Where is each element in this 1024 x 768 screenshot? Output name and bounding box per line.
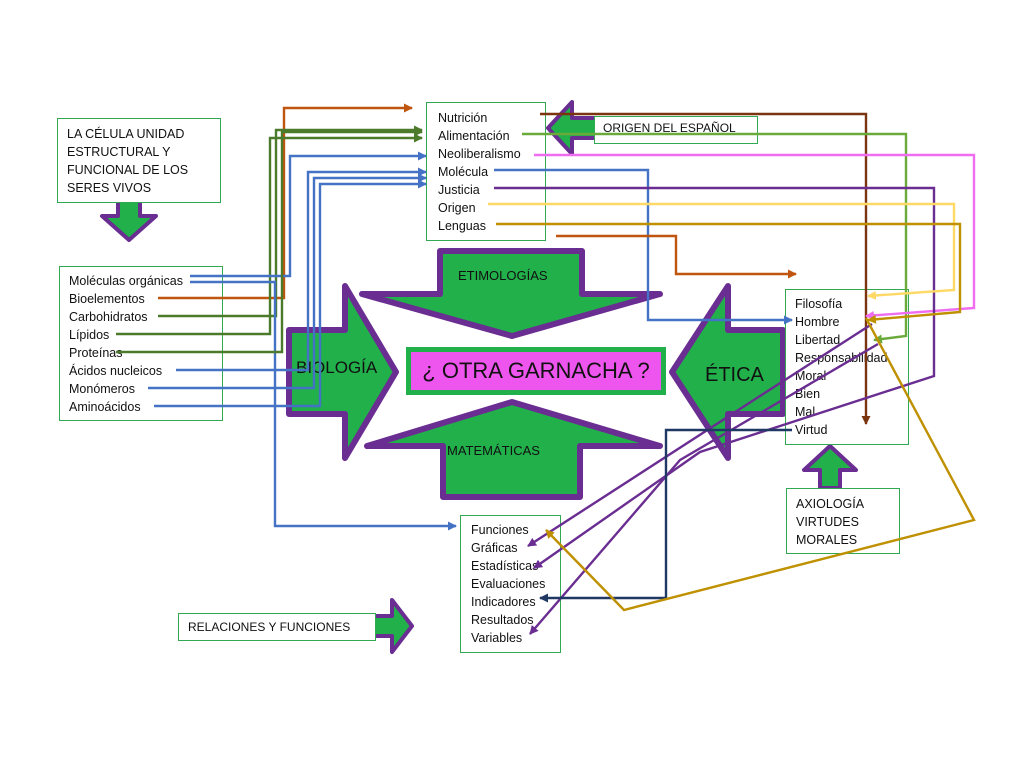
etymology-item: Justicia bbox=[438, 183, 480, 197]
math-item: Gráficas bbox=[471, 541, 518, 555]
etimologias-label: ETIMOLOGÍAS bbox=[458, 268, 548, 283]
etymology-item: Alimentación bbox=[438, 129, 510, 143]
axiology-up-arrow bbox=[802, 444, 858, 490]
axiology-lines: AXIOLOGÍA VIRTUDES MORALES bbox=[796, 495, 890, 549]
ethics-item: Mal bbox=[795, 405, 816, 419]
ethics-item: Libertad bbox=[795, 333, 841, 347]
math-item: Indicadores bbox=[471, 595, 536, 609]
ethics-item: Filosofía bbox=[795, 297, 843, 311]
relations-box: RELACIONES Y FUNCIONES bbox=[178, 613, 376, 641]
origin-box: ORIGEN DEL ESPAÑOL bbox=[594, 116, 758, 144]
cell-definition-line: ESTRUCTURAL Y bbox=[67, 145, 171, 159]
math-item: Variables bbox=[471, 631, 523, 645]
axiology-box: AXIOLOGÍA VIRTUDES MORALES bbox=[786, 488, 900, 554]
etica-label: ÉTICA bbox=[705, 364, 764, 386]
axiology-line: AXIOLOGÍA bbox=[796, 497, 865, 511]
etymology-item: Molécula bbox=[438, 165, 489, 179]
etymology-item: Lenguas bbox=[438, 219, 486, 233]
math-item: Funciones bbox=[471, 523, 529, 537]
biology-item: Monómeros bbox=[69, 382, 135, 396]
biology-item: Aminoácidos bbox=[69, 400, 141, 414]
ethics-item: Responsabilidad bbox=[795, 351, 888, 365]
math-item: Estadísticas bbox=[471, 559, 539, 573]
ethics-item: Bien bbox=[795, 387, 821, 401]
etymology-item: Neoliberalismo bbox=[438, 147, 521, 161]
matematicas-label: MATEMÁTICAS bbox=[447, 443, 540, 458]
cell-down-arrow bbox=[100, 196, 158, 242]
math-item: Evaluaciones bbox=[471, 577, 546, 591]
axiology-line: MORALES bbox=[796, 533, 858, 547]
ethics-item: Virtud bbox=[795, 423, 828, 437]
center-label: ¿ OTRA GARNACHA ? bbox=[411, 352, 661, 390]
biologia-label: BIOLOGÍA bbox=[296, 358, 378, 377]
biology-item: Moléculas orgánicas bbox=[69, 274, 183, 288]
origin-label: ORIGEN DEL ESPAÑOL bbox=[603, 121, 736, 135]
etymology-item: Nutrición bbox=[438, 111, 488, 125]
cell-definition-line: FUNCIONAL DE LOS bbox=[67, 163, 189, 177]
cell-definition-lines: LA CÉLULA UNIDAD ESTRUCTURAL Y FUNCIONAL D… bbox=[67, 125, 211, 197]
biology-item: Ácidos nucleicos bbox=[69, 364, 163, 378]
cell-definition-line: LA CÉLULA UNIDAD bbox=[67, 127, 185, 141]
axiology-line: VIRTUDES bbox=[796, 515, 859, 529]
origin-left-arrow bbox=[546, 100, 598, 156]
ethics-item: Hombre bbox=[795, 315, 840, 329]
cell-definition-box: LA CÉLULA UNIDAD ESTRUCTURAL Y FUNCIONAL D… bbox=[57, 118, 221, 203]
ethics-item: Moral bbox=[795, 369, 827, 383]
biology-item: Lípidos bbox=[69, 328, 110, 342]
biology-item: Proteínas bbox=[69, 346, 123, 360]
cell-definition-line: SERES VIVOS bbox=[67, 181, 152, 195]
relations-label: RELACIONES Y FUNCIONES bbox=[188, 620, 351, 634]
etimologias-arrow-shape bbox=[359, 248, 663, 339]
biology-item: Bioelementos bbox=[69, 292, 145, 306]
center-box: ¿ OTRA GARNACHA ? bbox=[406, 347, 666, 395]
math-item: Resultados bbox=[471, 613, 534, 627]
biology-item: Carbohidratos bbox=[69, 310, 148, 324]
relations-right-arrow bbox=[370, 598, 414, 654]
etymology-item: Origen bbox=[438, 201, 476, 215]
